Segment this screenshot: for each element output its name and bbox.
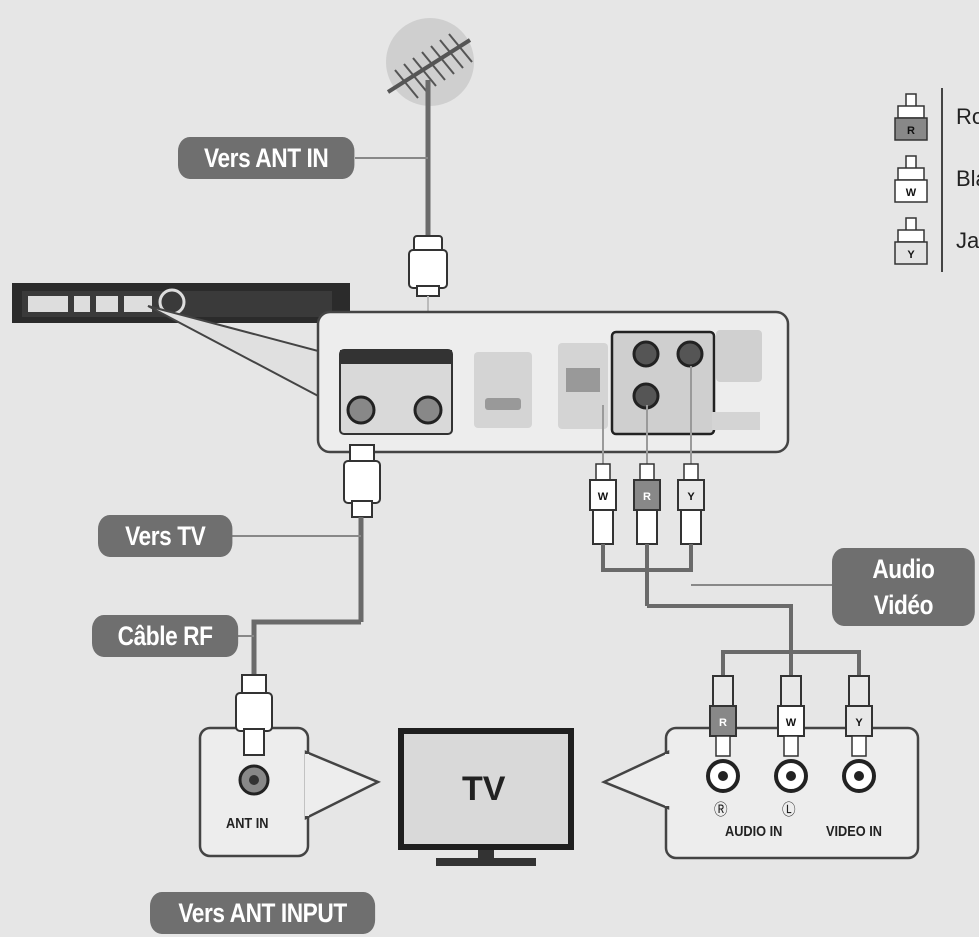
coax-plug-tv	[235, 674, 273, 756]
coax-plug-bottom	[343, 444, 381, 518]
label-audio-video: Audio Vidéo	[832, 548, 975, 626]
legend-text-white: Bla	[956, 166, 979, 191]
plug-label-y: Y	[687, 491, 695, 503]
antenna-icon	[386, 18, 474, 106]
label-audio-text: Audio	[872, 554, 935, 584]
label-rf-cable-text: Câble RF	[117, 621, 213, 651]
player-rear-panel	[316, 310, 790, 454]
tv-plug-label-w: W	[786, 717, 797, 729]
label-ant-input: Vers ANT INPUT	[150, 892, 376, 934]
coax-plug-top	[408, 235, 448, 297]
legend-text-yellow: Ja	[956, 228, 979, 253]
rf-cable-route	[251, 619, 361, 678]
av-cable	[601, 544, 861, 676]
tv-label: TV	[462, 770, 506, 808]
player-rear-thumbnail	[12, 283, 350, 323]
r-mark: Ⓡ	[714, 802, 728, 819]
label-ant-input-text: Vers ANT INPUT	[178, 898, 347, 928]
label-ant-in-top: Vers ANT IN	[178, 137, 355, 179]
rca-plugs-player	[589, 366, 705, 545]
label-video-text: Vidéo	[873, 590, 934, 620]
label-to-tv: Vers TV	[98, 515, 233, 557]
legend-code-r: R	[907, 125, 915, 137]
plug-label-r: R	[643, 491, 651, 503]
ant-in-label: ANT IN	[226, 815, 269, 832]
video-in-label: VIDEO IN	[826, 823, 882, 840]
legend-code-w: W	[906, 187, 917, 199]
legend-text-red: Ro	[956, 104, 979, 129]
label-to-tv-text: Vers TV	[125, 521, 206, 551]
legend-icons	[894, 88, 943, 272]
legend-code-y: Y	[907, 249, 915, 261]
tv-ant-in-panel	[198, 726, 382, 858]
audio-in-label: AUDIO IN	[725, 823, 783, 840]
label-ant-in-top-text: Vers ANT IN	[204, 143, 329, 173]
tv-plug-label-r: R	[719, 717, 727, 729]
tv-plug-label-y: Y	[855, 717, 863, 729]
l-mark: Ⓛ	[782, 802, 796, 819]
rca-plugs-tv	[709, 675, 873, 757]
label-rf-cable: Câble RF	[92, 615, 239, 657]
tv-icon	[398, 728, 574, 866]
plug-label-w: W	[598, 491, 609, 503]
